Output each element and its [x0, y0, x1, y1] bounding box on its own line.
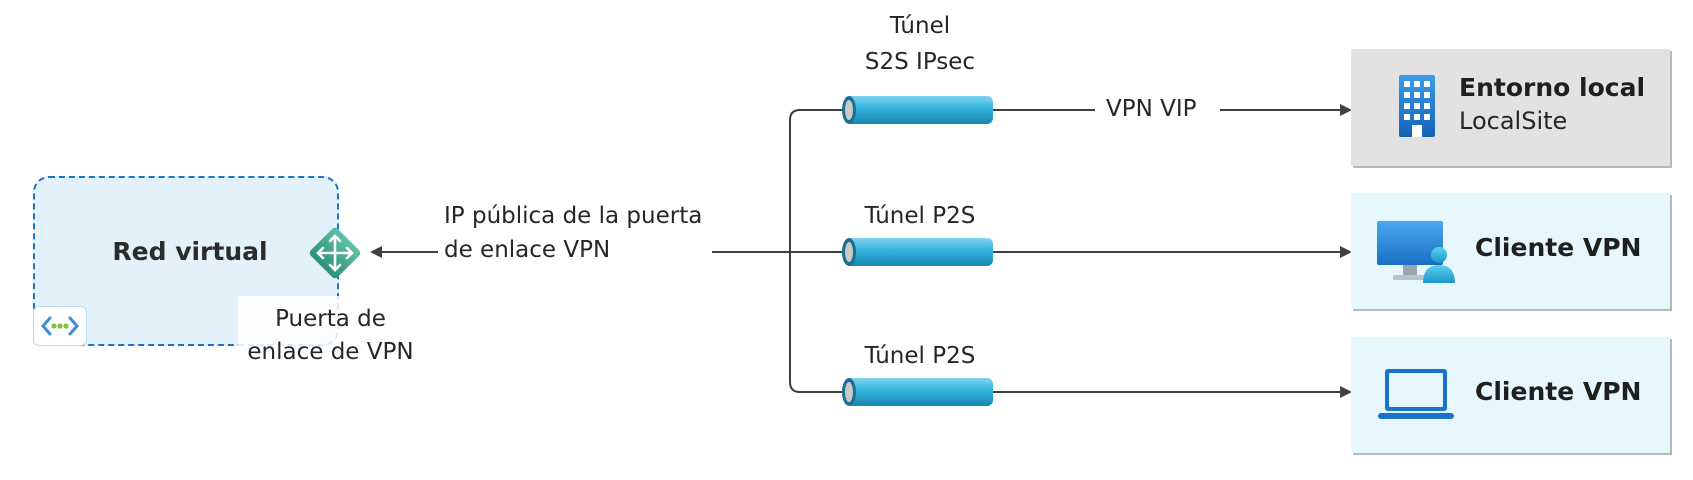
tunnel-s2s-label-line1: Túnel: [889, 13, 951, 39]
vpn-client-desktop-title: Cliente VPN: [1475, 233, 1642, 262]
tunnel-p2s-1: [842, 238, 993, 266]
gateway-label-line2: enlace de VPN: [247, 339, 414, 365]
building-icon: [1399, 75, 1435, 137]
tunnel-p2s-1-label: Túnel P2S: [864, 203, 976, 229]
local-site-title: Entorno local: [1459, 73, 1646, 102]
vpn-gateway-icon: [309, 227, 361, 279]
gateway-label-background: [238, 296, 423, 376]
tunnel-s2s: [842, 96, 993, 124]
vpn-client-laptop-title: Cliente VPN: [1475, 377, 1642, 406]
vnet-icon: [33, 306, 87, 346]
laptop-icon: [1378, 369, 1454, 419]
tunnel-s2s-label-line2: S2S IPsec: [864, 49, 976, 75]
local-site-subtitle: LocalSite: [1459, 107, 1568, 135]
vpn-client-laptop-box: Cliente VPN: [1351, 337, 1670, 453]
local-site-box: Entorno local LocalSite: [1351, 49, 1670, 166]
virtual-network-title: Red virtual: [112, 237, 268, 266]
gateway-label-line1: Puerta de: [275, 306, 386, 332]
vpn-client-desktop-box: Cliente VPN: [1351, 193, 1670, 309]
desktop-user-icon: [1377, 221, 1455, 283]
public-ip-label-line2: de enlace VPN: [444, 237, 611, 263]
tunnel-p2s-2: [842, 378, 993, 406]
public-ip-label-line1: IP pública de la puerta: [444, 203, 703, 229]
tunnel-p2s-2-label: Túnel P2S: [864, 343, 976, 369]
vpn-vip-label: VPN VIP: [1106, 96, 1197, 122]
